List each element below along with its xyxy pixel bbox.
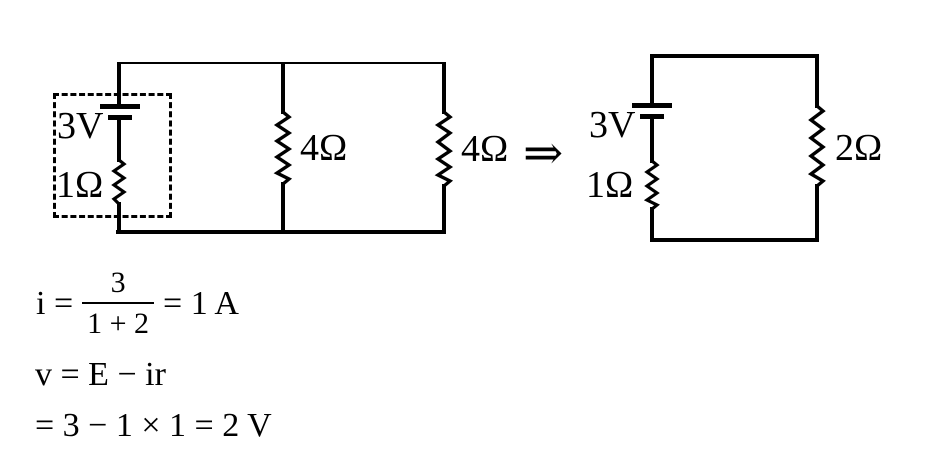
right-battery-wire-lower [650,207,654,241]
branch2-resistor-label: 4Ω [461,128,509,170]
fraction-denominator: 1 + 2 [82,302,155,339]
equation-current-rhs: = 1 A [163,284,239,322]
battery-positive-plate [100,104,140,109]
equation-voltage-formula: v = E − ir [35,356,166,393]
internal-resistor-symbol [111,158,127,206]
branch2-resistor-symbol [434,110,454,188]
right-circuit-top-wire [650,54,819,58]
branch1-resistor-symbol [273,110,293,186]
branch1-resistor-label: 4Ω [300,127,348,169]
left-circuit-internal-resistance-label: 1Ω [56,164,104,206]
branch2-wire-upper [442,62,446,114]
right-circuit-internal-resistance-label: 1Ω [586,164,634,206]
equation-current-fraction: 3 1 + 2 [82,266,155,339]
branch2-wire-lower [442,184,446,233]
right-circuit-emf-label: 3V [589,104,636,146]
right-internal-resistor-symbol [643,159,660,211]
equivalent-resistor-wire-upper [815,54,819,108]
battery-branch-wire-upper [117,62,121,104]
equation-current-lhs: i = [36,284,74,322]
right-battery-negative-plate [640,114,664,119]
left-circuit-emf-label: 3V [57,105,104,147]
equivalent-resistor-wire-lower [815,184,819,240]
right-battery-wire-upper [650,54,654,103]
right-battery-positive-plate [632,103,672,108]
equation-voltage-result: = 3 − 1 × 1 = 2 V [35,407,272,444]
battery-negative-plate [108,115,132,120]
equivalent-resistor-label: 2Ω [835,127,883,169]
equivalent-resistor-symbol [807,104,826,188]
implies-arrow-icon: ⇒ [523,127,564,180]
branch1-wire-lower [281,182,285,233]
right-battery-wire-middle [650,119,654,163]
right-circuit-bottom-wire [650,238,819,242]
branch1-wire-upper [281,62,285,114]
battery-internal-boundary-box [53,93,172,218]
fraction-numerator: 3 [110,266,126,299]
equation-current: i = 3 1 + 2 = 1 A [36,268,239,339]
battery-branch-wire-middle [117,120,121,162]
